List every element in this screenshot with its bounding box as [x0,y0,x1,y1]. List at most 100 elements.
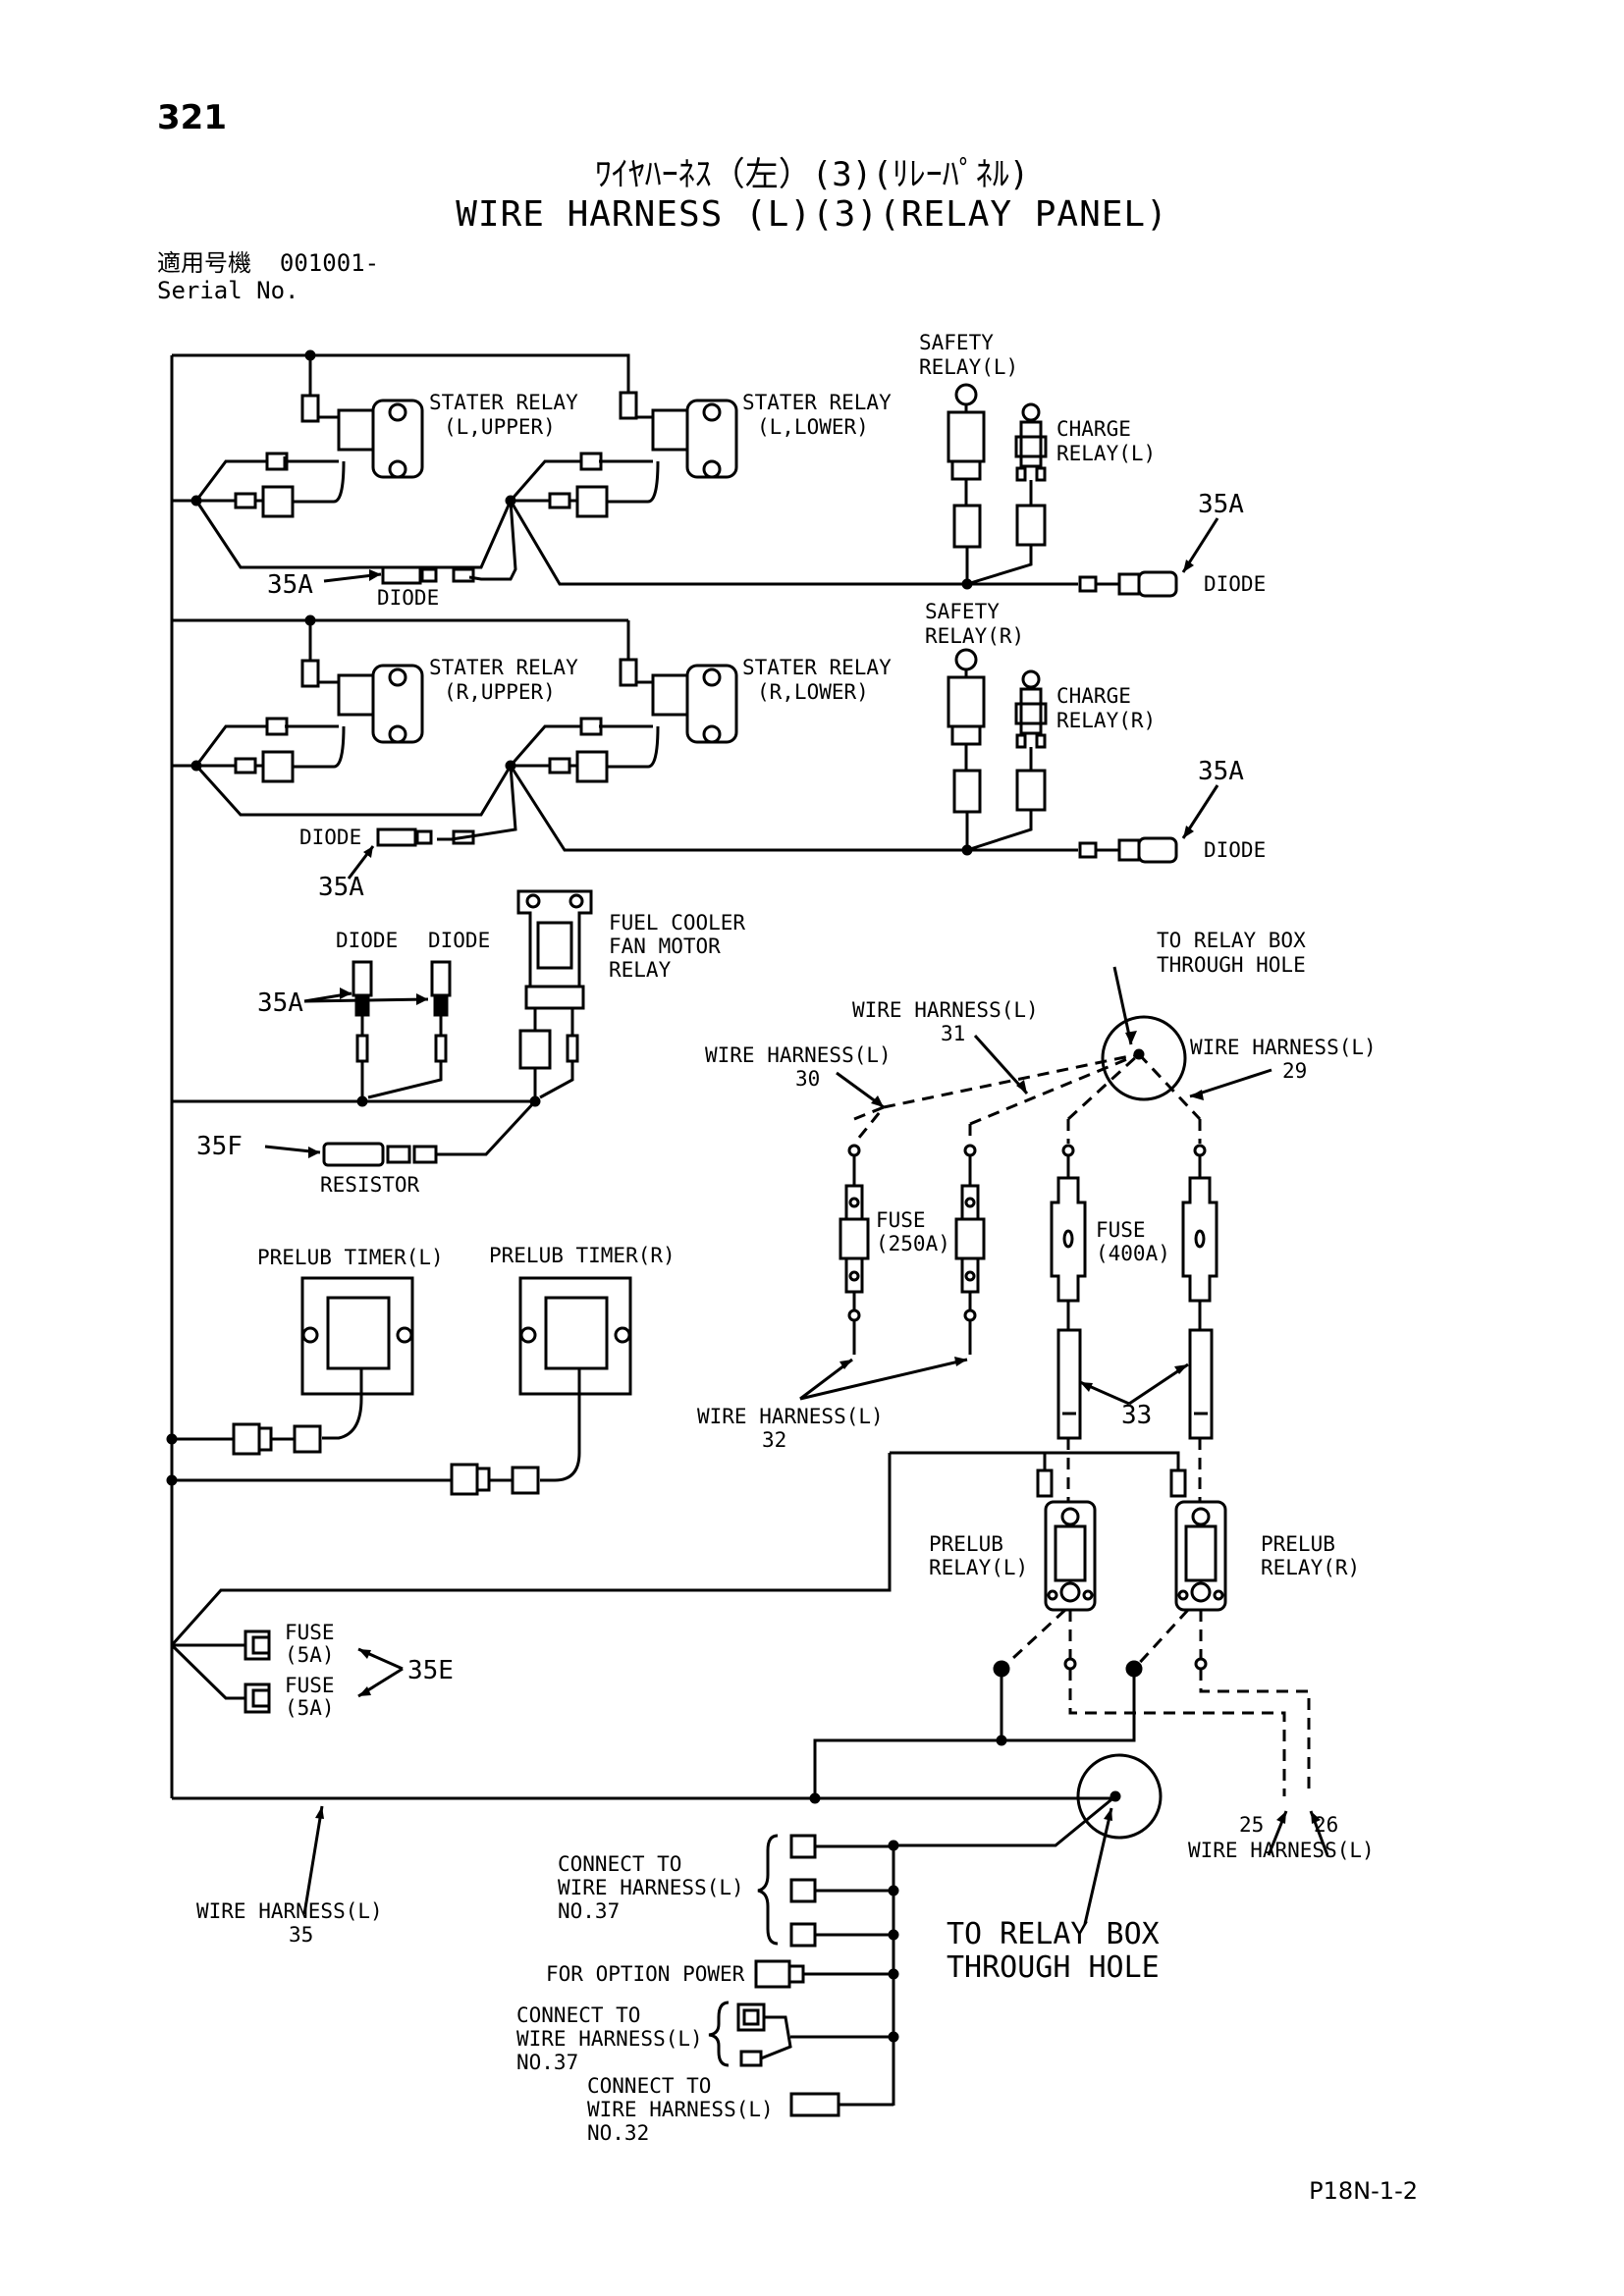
fuse-400-label-1: FUSE [1096,1218,1146,1242]
wire-harness-30-num: 30 [795,1067,820,1091]
connect-37-label-2: WIRE HARNESS(L) [558,1876,744,1899]
diode-label-6: DIODE [428,929,490,952]
option-connectors [708,1834,899,2117]
diode-pair [303,960,452,1101]
wire-harness-29-label: WIRE HARNESS(L) [1190,1036,1377,1059]
resistor-label: RESISTOR [320,1173,420,1197]
safety-relay-l-label-1: SAFETY [919,331,994,354]
stater-relay-l-upper-label-2: (L,UPPER) [444,415,556,439]
wire-harness-32-label: WIRE HARNESS(L) [697,1405,884,1428]
stater-relay-r-upper-label-1: STATER RELAY [429,656,578,679]
wire-harness-35-num: 35 [289,1923,313,1947]
fuse-5a-2-label-1: FUSE [285,1674,335,1697]
charge-relay-r-label-2: RELAY(R) [1056,709,1156,732]
title-japanese: ﾜｲﾔﾊｰﾈｽ（左）(3)(ﾘﾚｰﾊﾟﾈﾙ) [594,155,1030,194]
wire-harness-31-num: 31 [941,1022,965,1045]
prelub-timer-r [172,1276,632,1496]
callout-35a-3: 35A [1198,757,1244,786]
callout-35a-1: 35A [1198,490,1244,519]
callout-35e: 35E [407,1656,454,1685]
stater-relay-r-lower-label-1: STATER RELAY [742,656,892,679]
to-relay-box-bottom-2: THROUGH HOLE [947,1950,1160,1985]
stater-relay-l-lower-label-1: STATER RELAY [742,391,892,414]
fuse-400a [1050,1144,1218,1440]
callout-35f: 35F [196,1132,243,1161]
wire-harness-30-label: WIRE HARNESS(L) [705,1043,892,1067]
diode-label-3: DIODE [1204,838,1266,862]
connect-37-label-3: NO.37 [558,1899,620,1923]
diode-label-4: DIODE [299,826,361,849]
safety-relay-r-label-2: RELAY(R) [925,624,1024,648]
to-relay-box-bottom-1: TO RELAY BOX [947,1917,1160,1951]
safety-relay-r-label-1: SAFETY [925,600,1000,623]
callout-35a-5: 35A [257,988,303,1018]
harness-25-num: 25 [1239,1813,1264,1837]
diode-label-5: DIODE [336,929,398,952]
fuse-400-label-2: (400A) [1096,1242,1170,1265]
fuse-250-label-2: (250A) [876,1232,950,1255]
charge-relay-l-label-1: CHARGE [1056,417,1131,441]
safety-relay-l [947,383,986,584]
wire-harness-31-label: WIRE HARNESS(L) [852,998,1039,1022]
fuse-250-label-1: FUSE [876,1208,926,1232]
fuel-cooler-label-3: RELAY [609,958,672,982]
stater-relay-l-upper-label-1: STATER RELAY [429,391,578,414]
safety-relay-r [947,648,986,850]
stater-relay-l-upper [234,394,424,518]
serial-block: 適用号機 001001- Serial No. [157,249,379,304]
charge-relay-l-label-2: RELAY(L) [1056,442,1156,465]
prelub-relay-r-label-2: RELAY(R) [1261,1556,1360,1579]
prelub-relay-l-label-2: RELAY(L) [929,1556,1028,1579]
wire-harness-32-num: 32 [762,1428,786,1452]
to-relay-box-top-2: THROUGH HOLE [1157,953,1306,977]
fuel-cooler-relay [516,889,593,1101]
callout-35a-4: 35A [318,873,364,902]
prelub-relay-r [1174,1500,1227,1612]
connect-32-label-2: WIRE HARNESS(L) [587,2098,774,2121]
prelub-relay-r-label-1: PRELUB [1261,1532,1335,1556]
prelub-timer-l [172,1276,414,1456]
serial-jp-label: 適用号機 [157,249,251,277]
section-right-relays [172,614,1078,880]
callout-33: 33 [1121,1401,1152,1430]
wire-harness-35-label: WIRE HARNESS(L) [196,1899,383,1923]
safety-relay-l-label-2: RELAY(L) [919,355,1018,379]
connect-37b-label-1: CONNECT TO [516,2003,640,2027]
fuse-5a-1-label-1: FUSE [285,1621,335,1644]
callout-35a-2: 35A [267,570,313,600]
stater-relay-r-lower-label-2: (R,LOWER) [757,680,869,704]
page-code: P18N-1-2 [1309,2177,1418,2205]
wire-harness-25-26-label: WIRE HARNESS(L) [1188,1839,1375,1862]
fuel-cooler-label-2: FAN MOTOR [609,934,721,958]
fuse-5a-pair [170,1629,404,1714]
stater-relay-l-lower-label-2: (L,LOWER) [757,415,869,439]
serial-en-label: Serial No. [157,277,299,304]
charge-relay-r-label-1: CHARGE [1056,684,1131,708]
relay-box-hole-bottom [893,1753,1163,1925]
connect-32-label-3: NO.32 [587,2121,649,2145]
serial-value: 001001- [279,249,380,277]
to-relay-box-top-1: TO RELAY BOX [1157,929,1306,952]
diode-label-2: DIODE [377,586,439,610]
connect-32-label-1: CONNECT TO [587,2074,711,2098]
connect-37b-label-3: NO.37 [516,2051,578,2074]
fuel-cooler-label-1: FUEL COOLER [609,911,745,934]
resistor [264,1099,537,1167]
title-english: WIRE HARNESS (L)(3)(RELAY PANEL) [456,194,1168,235]
stater-relay-r-upper-label-2: (R,UPPER) [444,680,556,704]
connect-37b-label-2: WIRE HARNESS(L) [516,2027,703,2051]
charge-relay-r [966,669,1048,852]
fuse-250a [839,1144,986,1355]
stater-relay-l-lower [548,391,738,518]
prelub-timer-l-label: PRELUB TIMER(L) [257,1246,444,1269]
fuse-5a-1-label-2: (5A) [285,1643,335,1667]
prelub-timer-r-label: PRELUB TIMER(R) [489,1244,676,1267]
relay-box-hole-top [836,966,1272,1145]
diode-label-1: DIODE [1204,572,1266,596]
charge-relay-l [966,402,1048,586]
connect-37-label-1: CONNECT TO [558,1852,681,1876]
harness-26-num: 26 [1314,1813,1338,1837]
prelub-relay-l-label-1: PRELUB [929,1532,1003,1556]
